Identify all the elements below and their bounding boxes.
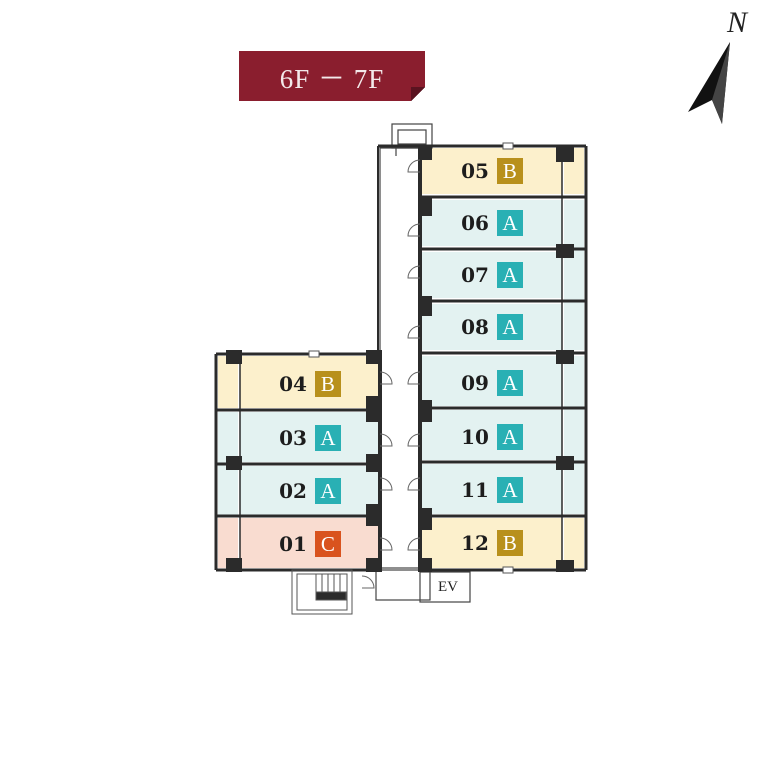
unit-type-badge: A: [496, 210, 523, 236]
unit-02[interactable]: 02 A: [240, 466, 380, 516]
door-swings: [361, 159, 421, 589]
unit-01[interactable]: 01 C: [240, 519, 380, 569]
balcony-01: [218, 518, 238, 568]
room-11-fill: [422, 464, 562, 514]
unit-type-badge: A: [314, 478, 341, 504]
balcony-09-11: [564, 356, 584, 514]
elevator-label: EV: [438, 578, 458, 595]
unit-12[interactable]: 12 B: [422, 518, 562, 568]
unit-number: 08: [461, 315, 489, 339]
north-arrow-icon: [688, 42, 730, 124]
room-08-fill: [422, 304, 562, 350]
columns: [226, 146, 574, 572]
unit-10[interactable]: 10 A: [422, 412, 562, 462]
room-06-fill: [422, 200, 562, 246]
unit-type-badge: A: [496, 477, 523, 503]
staircase: [291, 569, 353, 615]
unit-number: 05: [461, 159, 489, 183]
room-02-fill: [240, 466, 380, 516]
room-05-fill: [422, 148, 562, 194]
floor-banner-label: 6F － 7F: [279, 63, 385, 94]
unit-number: 01: [279, 532, 307, 556]
room-09-fill: [422, 356, 562, 406]
unit-type-badge: A: [496, 370, 523, 396]
unit-07[interactable]: 07 A: [422, 252, 562, 298]
room-07-fill: [422, 252, 562, 298]
room-04-fill: [240, 356, 380, 408]
room-03-fill: [240, 412, 380, 462]
unit-number: 04: [279, 372, 307, 396]
unit-number: 09: [461, 371, 489, 395]
unit-05[interactable]: 05 B: [422, 148, 562, 194]
floor-banner: 6F － 7F: [239, 51, 425, 101]
windows: [308, 142, 514, 574]
banner-fold: [411, 87, 425, 101]
room-01-fill: [240, 518, 380, 568]
balcony-04: [218, 356, 238, 408]
room-fills-right: [422, 148, 584, 568]
unit-09[interactable]: 09 A: [422, 358, 562, 408]
unit-type-badge: B: [496, 158, 523, 184]
unit-type-badge: B: [496, 530, 523, 556]
unit-type-badge: B: [314, 371, 341, 397]
unit-type-badge: A: [496, 424, 523, 450]
north-label: N: [727, 6, 748, 39]
unit-type-badge: C: [314, 531, 341, 557]
unit-08[interactable]: 08 A: [422, 304, 562, 350]
unit-type-badge: A: [314, 425, 341, 451]
unit-number: 02: [279, 479, 307, 503]
unit-04[interactable]: 04 B: [240, 358, 380, 410]
balcony-12: [564, 518, 584, 568]
unit-number: 12: [461, 531, 489, 555]
unit-06[interactable]: 06 A: [422, 200, 562, 246]
unit-type-badge: A: [496, 314, 523, 340]
unit-number: 10: [461, 425, 489, 449]
unit-number: 03: [279, 426, 307, 450]
unit-number: 06: [461, 211, 489, 235]
unit-number: 07: [461, 263, 489, 287]
room-12-fill: [422, 518, 562, 568]
room-10-fill: [422, 410, 562, 460]
unit-11[interactable]: 11 A: [422, 465, 562, 515]
balcony-06-08: [564, 200, 584, 350]
unit-number: 11: [461, 478, 489, 502]
unit-type-badge: A: [496, 262, 523, 288]
unit-03[interactable]: 03 A: [240, 413, 380, 463]
